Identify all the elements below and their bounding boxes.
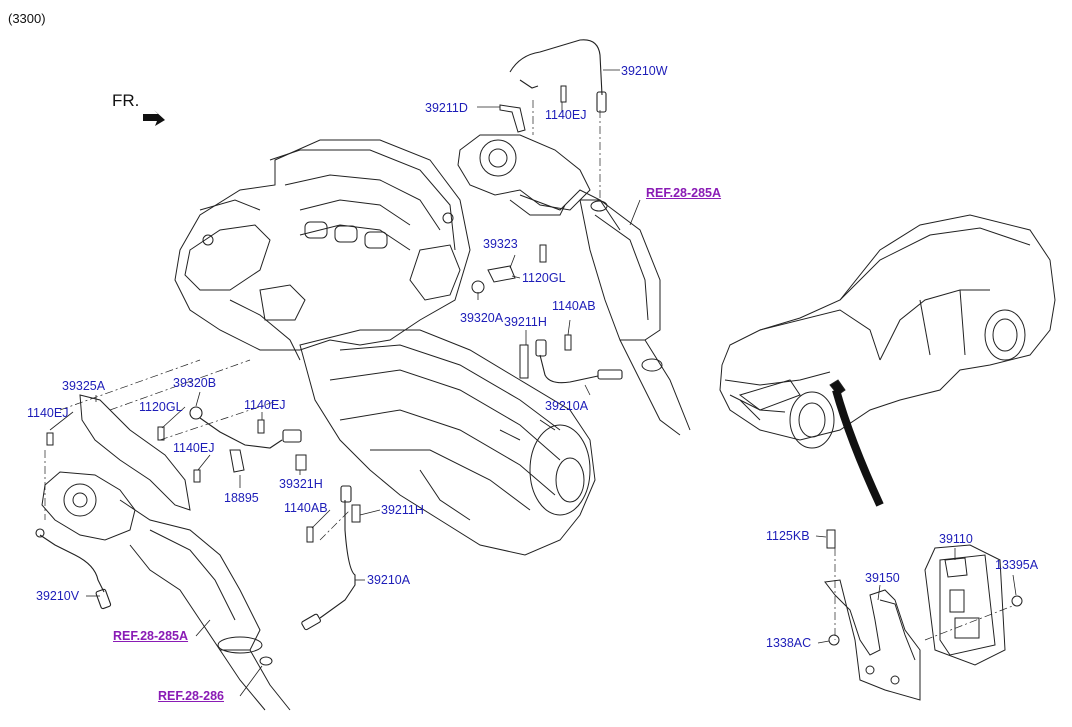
part-label-39320A[interactable]: 39320A — [460, 311, 504, 325]
ref-label-28-285A-low[interactable]: REF.28-285A — [113, 629, 189, 643]
front-direction-arrow-icon — [143, 110, 165, 126]
oxygen-sensor-39210A-upper — [535, 339, 623, 384]
part-label-1140EJ-center[interactable]: 1140EJ — [244, 398, 286, 412]
part-label-1140EJ-left[interactable]: 1140EJ — [27, 406, 69, 420]
turbocharger-upper-drawing — [457, 134, 691, 436]
part-label-39211H-mid[interactable]: 39211H — [504, 315, 547, 329]
diagram-code: (3300) — [8, 11, 46, 26]
part-label-13395A[interactable]: 13395A — [995, 558, 1039, 572]
part-label-39320B[interactable]: 39320B — [173, 376, 217, 390]
ecu-assembly-drawing — [824, 544, 1006, 701]
guide-lines — [44, 100, 1016, 641]
car-location-drawing — [719, 214, 1056, 507]
bolt-icons — [46, 85, 1023, 646]
oxygen-sensor-39210A-lower — [301, 485, 356, 631]
part-label-39323[interactable]: 39323 — [483, 237, 518, 251]
leader-lines — [49, 69, 1017, 697]
part-label-39321H[interactable]: 39321H — [279, 477, 323, 491]
knock-sensor-wire-39320B — [189, 406, 302, 449]
part-label-1120GL-mid[interactable]: 1120GL — [522, 271, 566, 285]
part-label-39210W[interactable]: 39210W — [621, 64, 668, 78]
part-label-1140EJ-top[interactable]: 1140EJ — [545, 108, 587, 122]
engine-assembly-drawing — [174, 139, 471, 361]
transmission-drawing — [299, 329, 596, 556]
part-label-1125KB[interactable]: 1125KB — [766, 529, 810, 543]
part-label-18895[interactable]: 18895 — [224, 491, 259, 505]
part-label-1120GL-left[interactable]: 1120GL — [139, 400, 183, 414]
part-label-39210V[interactable]: 39210V — [36, 589, 80, 603]
turbocharger-lower-drawing — [41, 471, 291, 711]
part-label-39211D[interactable]: 39211D — [425, 101, 468, 115]
part-label-39150[interactable]: 39150 — [865, 571, 900, 585]
heat-shield-drawing — [79, 394, 191, 511]
oxygen-sensor-39210W — [509, 39, 607, 113]
part-label-1338AC[interactable]: 1338AC — [766, 636, 812, 650]
part-label-1140EJ-lower[interactable]: 1140EJ — [173, 441, 215, 455]
ref-label-28-285A-top[interactable]: REF.28-285A — [646, 186, 722, 200]
front-direction-label: FR. — [112, 91, 140, 110]
part-label-39211H-low[interactable]: 39211H — [381, 503, 424, 517]
part-label-39210A-low[interactable]: 39210A — [367, 573, 411, 587]
ref-label-28-286[interactable]: REF.28-286 — [158, 689, 225, 703]
part-label-1140AB-mid[interactable]: 1140AB — [552, 299, 596, 313]
part-label-39110[interactable]: 39110 — [939, 532, 973, 546]
part-label-39325A[interactable]: 39325A — [62, 379, 106, 393]
oxygen-sensor-39210V — [35, 528, 112, 610]
part-label-1140AB-low[interactable]: 1140AB — [284, 501, 328, 515]
part-label-39210A-mid[interactable]: 39210A — [545, 399, 589, 413]
bracket-parts — [229, 104, 663, 666]
